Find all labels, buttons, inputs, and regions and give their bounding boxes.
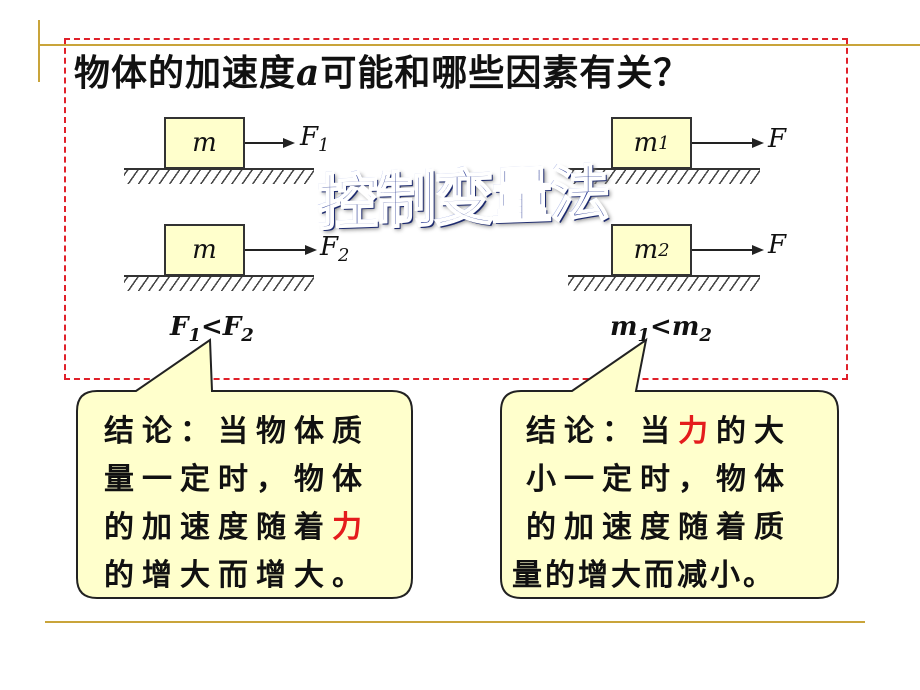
mass-label: m [192,235,217,265]
right-top-force-arrow [692,142,754,144]
left-bottom-force-label: F2 [320,232,350,267]
arrow-head-icon [283,138,295,148]
right-top-ground-hatch [568,170,760,184]
arrow-head-icon [752,245,764,255]
right-comparison: m1<m2 [610,312,712,347]
question-variable: a [296,52,321,94]
left-callout-shape [76,338,413,599]
right-bottom-force-label: F [768,230,787,260]
left-conclusion-line: 的增大而增大。 [104,558,370,593]
left-conclusion: 结论：当物体质 量一定时，物体 的加速度随着力 的增大而增大。 [104,408,404,600]
highlight-force: 力 [678,414,716,449]
right-top-ground [568,168,760,170]
right-bottom-ground-hatch [568,277,760,291]
left-conclusion-line: 结论：当物体质 [104,414,370,449]
left-conclusion-line: 量一定时，物体 [104,462,370,497]
left-bottom-force-arrow [245,249,307,251]
top-accent-rule [38,44,920,46]
right-conclusion-line: 量的增大而减小。 [512,558,776,593]
left-bottom-mass-block: m [164,224,245,276]
right-bottom-force-arrow [692,249,754,251]
experiment-frame [64,38,848,380]
question-heading: 物体的加速度a可能和哪些因素有关？ [74,44,690,96]
highlight-force: 力 [332,510,370,545]
left-conclusion-line: 的加速度随着力 [104,510,370,545]
left-accent-rule [38,20,40,82]
left-bottom-ground-hatch [124,277,314,291]
left-top-ground-hatch [124,170,314,184]
right-conclusion-line: 结论：当力的大 [526,414,792,449]
right-conclusion: 结论：当力的大 小一定时，物体 的加速度随着质 量的增大而减小。 [512,408,832,600]
left-top-force-arrow [245,142,285,144]
right-callout-shape [500,337,839,599]
left-top-ground [124,168,314,170]
right-top-force-label: F [768,124,787,154]
question-text-before: 物体的加速度 [74,53,297,94]
right-conclusion-line: 小一定时，物体 [526,462,792,497]
left-comparison: F1<F2 [170,312,254,347]
right-conclusion-line: 的加速度随着质 [526,510,792,545]
bottom-accent-rule [45,621,865,623]
left-top-force-label: F1 [300,122,330,157]
arrow-head-icon [305,245,317,255]
question-text-after: 可能和哪些因素有关？ [320,53,691,94]
left-bottom-ground [124,275,314,277]
arrow-head-icon [752,138,764,148]
right-bottom-ground [568,275,760,277]
mass-label: m [192,128,217,158]
